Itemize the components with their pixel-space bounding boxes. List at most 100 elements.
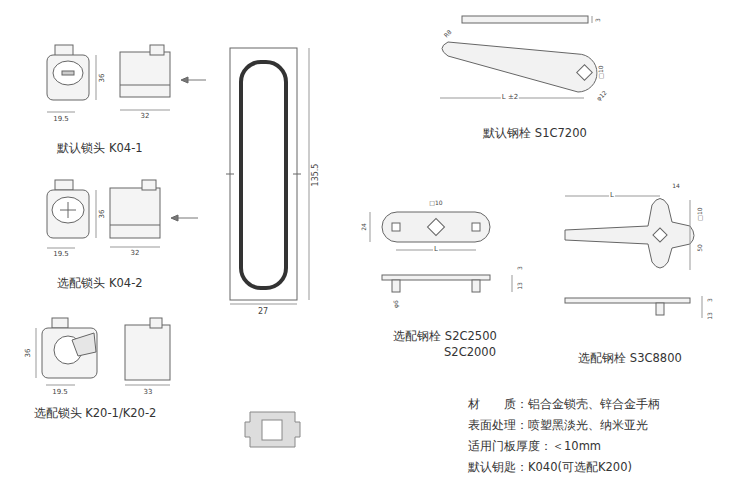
drawing-part [46,385,75,386]
bar-s3c8800 [565,196,702,318]
dimension-label: 13 [517,281,524,291]
drawing-part [96,190,97,238]
dimension-label: 50 [697,243,704,253]
dimension-label: φ6 [393,299,400,309]
drawing-part [392,280,400,292]
dimension-label: L [609,192,615,200]
dimension-label: 135.5 [312,163,321,188]
drawing-part [53,61,83,85]
drawing-part [47,112,75,113]
drawing-part [181,77,188,83]
drawing-part [472,223,480,231]
dimension-label: L ±2 [501,94,519,102]
drawing-part [150,45,164,55]
drawing-part [577,65,593,81]
dimension-label: 13 [707,311,714,321]
dimension-label: L [433,246,439,254]
drawing-part [171,215,178,221]
drawing-part [653,228,667,242]
drawing-part [382,275,490,280]
caption-label: 适用门板厚度：＜10mm [468,440,601,453]
dimension-label: 3 [595,17,602,23]
caption-label: S2C2000 [444,346,496,359]
dimension-label: □10 [697,206,704,221]
dimension-label: 19.5 [51,389,69,397]
drawing-part [592,16,593,23]
bar-s2c2500 [370,212,512,292]
dimension-label: 24 [361,222,368,232]
lock-k20 [36,318,170,385]
drawing-part [120,52,170,97]
dimension-label: 3 [517,265,524,271]
drawing-part [96,55,97,100]
dimension-label: 36 [99,209,107,220]
dimension-label: □10 [598,64,605,79]
dimension-label: R8 [442,28,454,40]
drawing-part [47,248,75,249]
drawing-part [230,48,297,300]
caption-label: 选配钢栓 S3C8800 [578,352,682,365]
drawing-part [690,200,691,270]
drawing-part [52,318,68,328]
drawing-part [110,225,160,226]
drawing-part [68,202,69,218]
caption-label: 材 质：铝合金锁壳、锌合金手柄 [468,398,660,411]
drawing-part [309,48,310,300]
dimension-label: 33 [143,389,154,397]
caption-label: 表面处理：喷塑黑淡光、纳米亚光 [468,419,648,432]
drawing-part [512,275,513,292]
drawing-part [110,188,160,238]
caption-label: 默认锁头 K04-1 [57,142,142,155]
drawing-part [565,199,694,269]
drawing-part [120,85,170,86]
drawing-part [293,174,301,175]
drawing-part [42,328,97,378]
drawing-part [245,412,300,447]
drawing-part [262,420,282,440]
drawing-part [36,328,37,378]
drawing-part [150,318,162,328]
lock-k04-1 [47,45,206,112]
dimension-label: 19.5 [52,116,70,124]
drawing-part [702,296,703,318]
drawing-part [565,298,690,303]
drawing-part [382,212,490,242]
drawing-part [392,223,400,231]
dimension-label: 3 [707,297,714,303]
drawing-part [442,42,597,92]
dimension-label: 32 [140,113,151,121]
drawing-part [142,180,156,190]
dimension-label: φ12 [595,89,609,103]
drawing-part [72,333,96,356]
caption-label: 默认钢栓 S1C7200 [483,127,587,140]
drawing-part [125,325,170,380]
dimension-label: 27 [257,308,269,317]
drawing-part [230,304,297,305]
drawing-part [226,174,234,175]
drawing-part [241,62,286,288]
handle-front [226,48,309,304]
drawing-part [656,303,664,315]
lock-k04-2 [47,180,198,248]
drawing-part [125,385,170,386]
drawing-part [462,16,588,23]
drawing-part [47,190,89,238]
caption-label: 默认钥匙：K040(可选配K200) [468,461,632,474]
key-icon [245,412,300,447]
drawing-part [472,280,480,292]
drawing-part [370,212,371,242]
caption-label: 选配锁头 K20-1/K20-2 [34,407,157,420]
drawing-part [47,55,89,100]
drawing-part [62,71,74,75]
caption-label: 选配锁头 K04-2 [57,277,142,290]
drawing-part [55,180,73,190]
dimension-label: □10 [428,200,443,207]
dimension-label: 14 [671,183,681,190]
drawing-part [52,197,84,223]
dimension-label: 36 [99,73,107,84]
drawing-part [110,247,160,248]
dimension-label: 36 [25,348,33,359]
dimension-label: 32 [130,250,141,258]
dimension-label: 19.5 [52,251,70,259]
caption-label: 选配钢栓 S2C2500 [393,330,497,343]
